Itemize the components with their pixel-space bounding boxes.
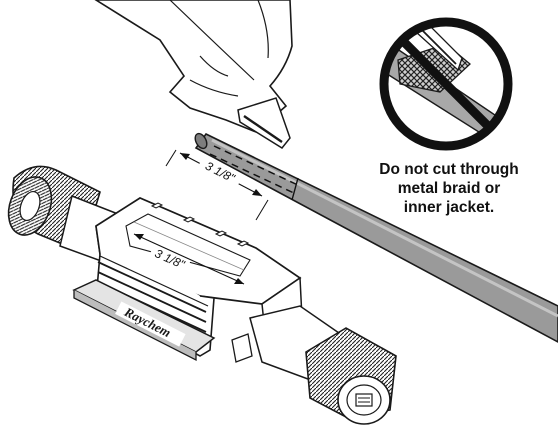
warning-line-1: Do not cut through [379, 161, 519, 178]
knife-blade [237, 97, 291, 149]
upper-dimension: 3 1/8" [165, 149, 269, 221]
warning-line-3: inner jacket. [403, 199, 495, 216]
warning-line-2: metal braid or [397, 180, 501, 197]
cable-end [194, 132, 208, 150]
hand-holding-knife-icon [94, 0, 293, 149]
no-cut-prohibition-icon [379, 17, 513, 151]
cable-highlight [211, 138, 558, 318]
cable [194, 132, 558, 343]
cut-line-upper [213, 145, 301, 187]
cut-line-lower [209, 153, 297, 195]
cut-line-end [291, 177, 299, 201]
hand [94, 0, 293, 133]
splice-connector: 3 1/8" Raychem [7, 165, 397, 425]
warning-text: Do not cut through metal braid or inner … [344, 160, 554, 217]
